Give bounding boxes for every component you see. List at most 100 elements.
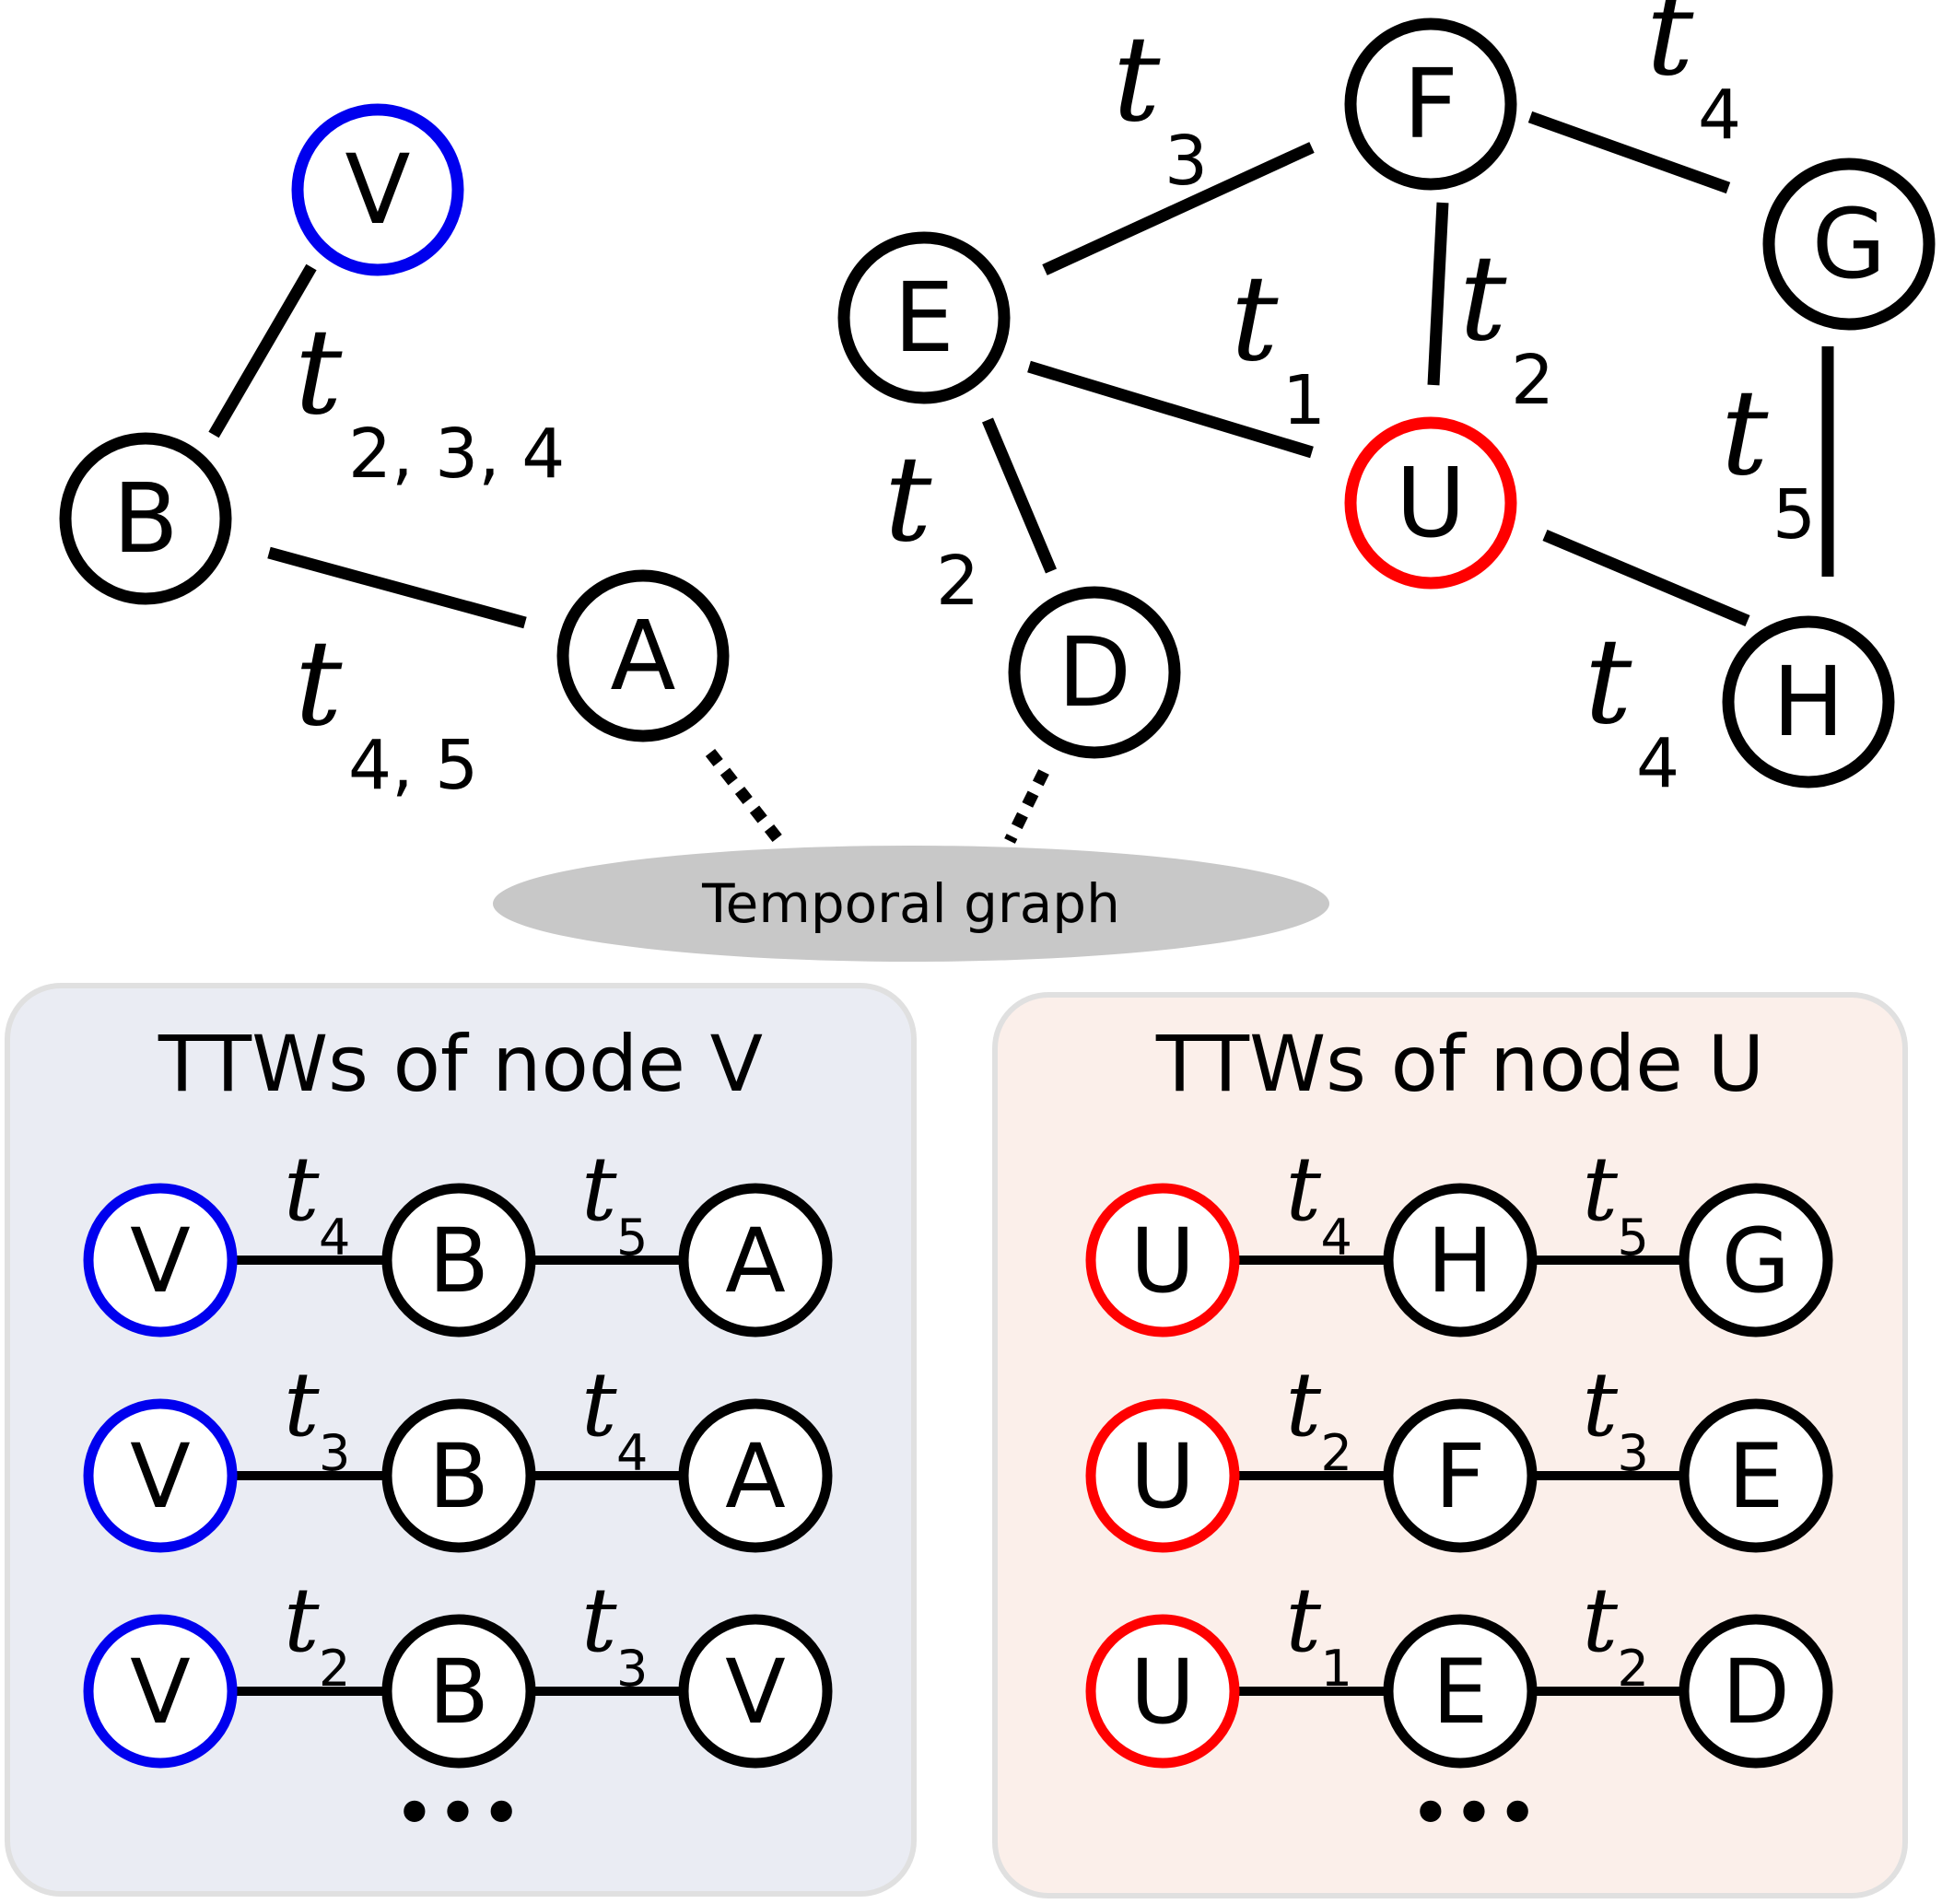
node-u: U (1344, 416, 1517, 590)
caption-ellipse (493, 846, 1329, 962)
walk-node-label: G (1722, 1209, 1790, 1313)
walk-edge-time-subscript: 2 (1618, 1640, 1649, 1698)
panel-u-title: TTWs of node U (1155, 1019, 1764, 1109)
edge-u-h (1542, 530, 1750, 626)
svg-text:V: V (345, 134, 410, 246)
walk-node-label: V (130, 1425, 191, 1528)
edge-label-f-g: t 4 (1646, 0, 1741, 155)
node-d: D (1008, 586, 1181, 759)
svg-text:1: 1 (1282, 361, 1326, 440)
edge-label-e-f: t 3 (1113, 11, 1208, 201)
svg-text:t: t (1721, 365, 1769, 502)
walk-node: B (381, 1614, 536, 1769)
walk-node-label: F (1434, 1425, 1485, 1528)
walk-node: U (1085, 1398, 1240, 1553)
walk-edge-time-subscript: 4 (1321, 1209, 1352, 1267)
edge-label-e-d: t 2 (884, 431, 979, 621)
panel-u-ellipsis: ••• (1409, 1770, 1539, 1856)
edge-f-u (1427, 202, 1449, 386)
svg-text:U: U (1396, 447, 1466, 559)
walk-edge-time-letter: t (284, 1569, 320, 1672)
walk-node: F (1383, 1398, 1538, 1553)
walk-node: V (83, 1183, 238, 1337)
svg-text:3: 3 (1164, 122, 1208, 201)
walk-edge-time-letter: t (581, 1569, 617, 1672)
edge-e-u (1027, 360, 1314, 459)
walk-edge-time-letter: t (1286, 1353, 1322, 1456)
walk-edge-time-letter: t (284, 1138, 320, 1241)
walk-edge-time-subscript: 3 (319, 1424, 350, 1482)
svg-text:t: t (1646, 0, 1694, 102)
walk-node-label: B (428, 1641, 489, 1744)
walk-edge-time-letter: t (1286, 1138, 1322, 1241)
walk-edge-time-subscript: 2 (1321, 1424, 1352, 1482)
walk-node-label: H (1427, 1209, 1493, 1313)
connector-a (705, 748, 785, 846)
walk-node-label: D (1722, 1641, 1790, 1744)
walk-node: U (1085, 1183, 1240, 1337)
walk-node: V (678, 1614, 833, 1769)
svg-text:t: t (1231, 251, 1279, 388)
walk-edge-time-subscript: 3 (1618, 1424, 1649, 1482)
walk-edge-time-letter: t (1286, 1569, 1322, 1672)
edge-e-d (982, 417, 1057, 574)
walk-node: V (83, 1614, 238, 1769)
walk-node: E (1383, 1614, 1538, 1769)
panel-v-ellipsis: ••• (392, 1770, 523, 1856)
svg-text:2, 3, 4: 2, 3, 4 (348, 415, 565, 494)
walk-edge-time-letter: t (284, 1353, 320, 1456)
walk-node: H (1383, 1183, 1538, 1337)
walk-node: A (678, 1398, 833, 1553)
svg-text:t: t (884, 431, 932, 568)
walk-node-label: E (1433, 1641, 1489, 1744)
svg-text:H: H (1772, 646, 1844, 758)
svg-text:t: t (295, 615, 343, 753)
walk-edge-time-subscript: 5 (1618, 1209, 1649, 1267)
svg-text:B: B (112, 462, 178, 575)
walk-node: E (1679, 1398, 1833, 1553)
node-e: E (837, 231, 1011, 404)
edge-label-f-u: t 2 (1459, 230, 1554, 420)
svg-text:4: 4 (1698, 76, 1741, 155)
node-v: V (291, 103, 464, 276)
graph-edges (208, 111, 1834, 629)
walk-node: V (83, 1398, 238, 1553)
walk-node: G (1679, 1183, 1833, 1337)
edge-f-g (1527, 111, 1731, 194)
walk-node-label: V (725, 1641, 786, 1744)
walk-node-label: A (725, 1209, 786, 1313)
walk-edge-time-subscript: 2 (319, 1640, 350, 1698)
walk-node-label: U (1130, 1209, 1195, 1313)
walk-node: U (1085, 1614, 1240, 1769)
node-g: G (1762, 158, 1936, 331)
walk-node-label: V (130, 1209, 191, 1313)
svg-text:4: 4 (1636, 724, 1679, 803)
walk-node: B (381, 1398, 536, 1553)
walk-node: B (381, 1183, 536, 1337)
svg-text:t: t (295, 304, 343, 441)
svg-text:5: 5 (1772, 475, 1816, 555)
walk-node-label: E (1728, 1425, 1784, 1528)
node-b: B (59, 432, 232, 605)
svg-text:F: F (1403, 48, 1458, 160)
edge-v-b (208, 263, 317, 438)
node-h: H (1722, 615, 1895, 788)
walk-node-label: V (130, 1641, 191, 1744)
edge-e-f (1042, 142, 1315, 275)
svg-text:2: 2 (1511, 341, 1554, 420)
edge-label-g-h: t 5 (1721, 365, 1816, 555)
walk-node-label: B (428, 1425, 489, 1528)
connector-d (1004, 769, 1049, 844)
edge-b-a (267, 546, 527, 629)
walk-node-label: U (1130, 1425, 1195, 1528)
walk-node: A (678, 1183, 833, 1337)
walk-edge-time-letter: t (581, 1138, 617, 1241)
svg-text:A: A (610, 600, 675, 712)
